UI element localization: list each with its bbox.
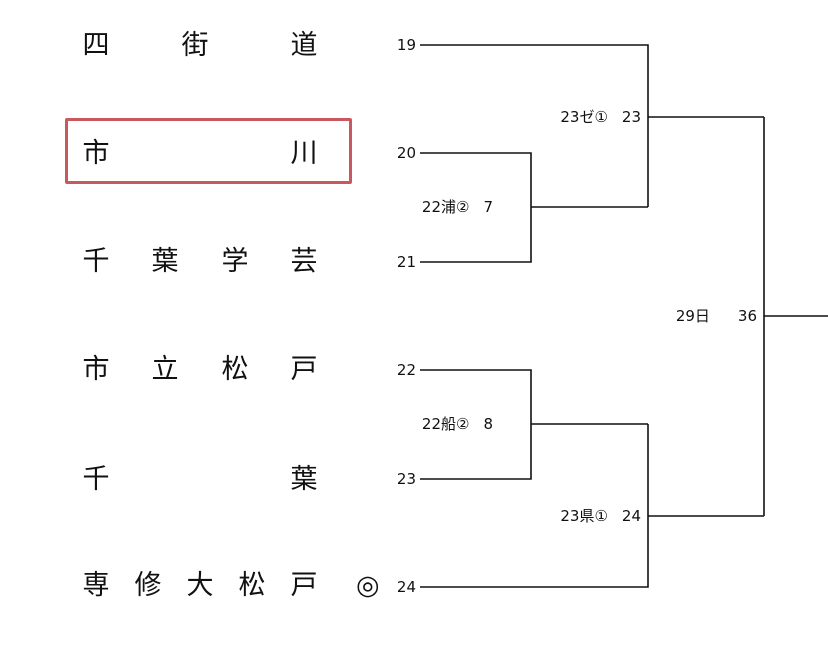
- team-char: 道: [290, 30, 318, 61]
- team-char: 戸: [290, 354, 318, 385]
- team-char: 千: [82, 464, 110, 495]
- team-char: 専: [82, 570, 110, 601]
- team-char: 千: [82, 246, 110, 277]
- team-char: 立: [151, 354, 179, 385]
- slot-number: 21: [396, 253, 416, 271]
- match-date: 22船②: [421, 415, 470, 433]
- match-date: 23県①: [560, 507, 608, 525]
- highlight-box: [65, 118, 352, 184]
- match-number: 24: [621, 507, 641, 525]
- match-number: 7: [483, 198, 493, 216]
- team-char: 街: [181, 30, 209, 61]
- match-36-label: 29日 36: [637, 307, 757, 325]
- team-char: 戸: [290, 570, 318, 601]
- team-senshudai-matsudo: 専 修 大 松 戸 ◎: [80, 566, 380, 606]
- slot-number: 22: [396, 361, 416, 379]
- match-date: 22浦②: [421, 198, 470, 216]
- team-yotsukaido: 四 街 道: [80, 26, 328, 66]
- team-ichikawa: 市 川: [80, 134, 328, 174]
- match-23-label: 23ゼ① 23: [521, 108, 641, 126]
- team-char: 松: [238, 570, 266, 601]
- match-date: 23ゼ①: [560, 108, 608, 126]
- match-number: 36: [737, 307, 757, 325]
- slot-number: 24: [396, 578, 416, 596]
- team-char: 葉: [151, 246, 179, 277]
- team-char: 学: [221, 246, 249, 277]
- slot-number: 20: [396, 144, 416, 162]
- team-char: 四: [82, 30, 110, 61]
- match-number: 23: [621, 108, 641, 126]
- seed-mark-icon: ◎: [356, 570, 380, 601]
- team-chiba: 千 葉: [80, 460, 328, 500]
- match-8-label: 22船② 8: [373, 415, 493, 433]
- slot-number: 19: [396, 36, 416, 54]
- team-char: 芸: [290, 246, 318, 277]
- team-char: 川: [290, 138, 318, 169]
- team-char: 葉: [290, 464, 318, 495]
- match-number: 8: [483, 415, 493, 433]
- match-7-label: 22浦② 7: [373, 198, 493, 216]
- bracket-line-match-24: [420, 424, 649, 588]
- team-char: 松: [221, 354, 249, 385]
- bracket-line-match-23: [420, 44, 649, 207]
- match-24-label: 23県① 24: [521, 507, 641, 525]
- slot-number: 23: [396, 470, 416, 488]
- match-date: 29日: [675, 307, 710, 325]
- team-char: 修: [134, 570, 162, 601]
- team-shiritsu-matsudo: 市 立 松 戸: [80, 350, 328, 390]
- team-char: 市: [82, 354, 110, 385]
- team-chiba-gakugei: 千 葉 学 芸: [80, 242, 328, 282]
- team-char: 市: [82, 138, 110, 169]
- team-char: 大: [186, 570, 214, 601]
